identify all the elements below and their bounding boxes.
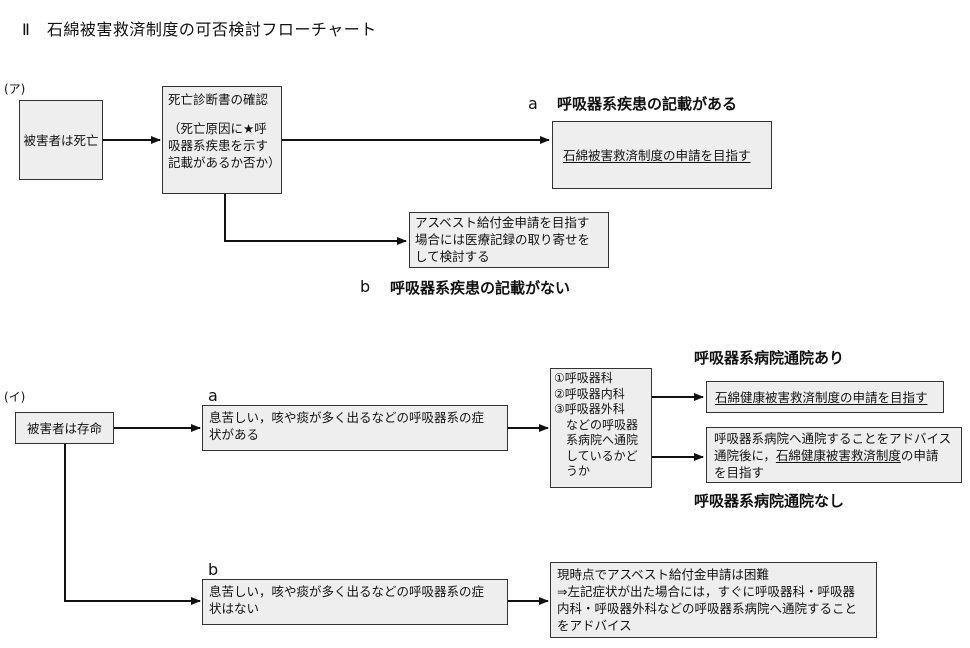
symptom-no-box: 息苦しい，咳や痰が多く出るなどの呼吸器系の症 状はない	[202, 579, 508, 625]
difficult-line-1: 現時点でアスベスト給付金申請は困難	[557, 567, 769, 582]
deceased-label: 被害者は死亡	[23, 132, 99, 148]
branch-b-letter: b	[360, 277, 371, 296]
visit-yes-label: 呼吸器系病院通院あり	[694, 349, 845, 367]
check-line-3: 吸器系疾患を示す	[168, 138, 269, 153]
dept-line-5: 系病院へ通院	[554, 433, 639, 447]
result-b-box: アスベスト給付金申請を目指す 場合には医療記録の取り寄せを して検討する	[409, 212, 609, 268]
symptom-no-line-1: 息苦しい，咳や痰が多く出るなどの呼吸器系の症	[209, 584, 485, 599]
visit-no-line-2-suffix: の申請	[900, 448, 939, 463]
visit-no-line-2-prefix: 通院後に，	[714, 448, 776, 463]
result-b-line-3: して検討する	[415, 249, 490, 264]
dept-line-3: ③呼吸器外科	[554, 402, 625, 416]
symptom-yes-line-2: 状がある	[209, 427, 260, 442]
check-line-4: 記載があるか否か）	[168, 155, 281, 170]
symptom-yes-line-1: 息苦しい，咳や痰が多く出るなどの呼吸器系の症	[209, 410, 485, 425]
alive-label: 被害者は存命	[26, 420, 102, 436]
result-a-text: 石綿被害救済制度の申請を目指す	[563, 147, 751, 163]
difficult-line-3: 内科・呼吸器外科などの呼吸器系病院へ通院すること	[557, 601, 858, 616]
difficult-line-2: ⇒左記症状が出た場合には，すぐに呼吸器科・呼吸器	[557, 584, 855, 599]
dept-line-7: うか	[554, 464, 591, 478]
symptom-yes-box: 息苦しい，咳や痰が多く出るなどの呼吸器系の症 状がある	[202, 405, 508, 451]
section-marker-b: (イ)	[4, 390, 26, 404]
dept-line-2: ②呼吸器内科	[554, 386, 625, 401]
symptom-no-line-2: 状はない	[209, 601, 260, 616]
visit-no-label: 呼吸器系病院通院なし	[694, 492, 845, 510]
alive-box: 被害者は存命	[15, 412, 114, 444]
branch-b-a-letter: a	[208, 386, 218, 405]
result-b-line-1: アスベスト給付金申請を目指す	[415, 215, 590, 230]
page-title: Ⅱ 石綿被害救済制度の可否検討フローチャート	[22, 20, 377, 39]
visit-yes-result-box: 石綿健康被害救済制度の申請を目指す	[706, 381, 944, 413]
difficult-line-4: をアドバイス	[557, 618, 632, 633]
death-certificate-check-box: 死亡診断書の確認 （死亡原因に★呼 吸器系疾患を示す 記載があるか否か）	[162, 86, 282, 194]
arrow-check-to-result-b	[224, 194, 407, 245]
visit-no-line-2: 通院後に，石綿健康被害救済制度の申請	[714, 447, 954, 464]
branch-b-b-letter: b	[208, 560, 219, 579]
visit-no-line-3: を目指す	[714, 465, 765, 480]
check-line-2: （死亡原因に★呼	[168, 121, 267, 136]
dept-line-6: しているかど	[554, 448, 638, 463]
dept-line-4: などの呼吸器	[554, 417, 639, 432]
branch-a-label: 呼吸器系疾患の記載がある	[557, 95, 738, 113]
check-line-1: 死亡診断書の確認	[168, 92, 269, 107]
hospital-department-box: ①呼吸器科 ②呼吸器内科 ③呼吸器外科 などの呼吸器 系病院へ通院 しているかど…	[550, 368, 652, 488]
visit-yes-result-text: 石綿健康被害救済制度の申請を目指す	[715, 389, 928, 405]
branch-a-letter: a	[528, 94, 538, 113]
result-a-box: 石綿被害救済制度の申請を目指す	[552, 121, 772, 189]
dept-line-1: ①呼吸器科	[554, 371, 613, 385]
branch-b-label: 呼吸器系疾患の記載がない	[390, 279, 571, 297]
visit-no-line-1: 呼吸器系病院へ通院することをアドバイス	[714, 431, 952, 446]
difficult-box: 現時点でアスベスト給付金申請は困難 ⇒左記症状が出た場合には，すぐに呼吸器科・呼…	[550, 562, 877, 638]
section-marker-a: (ア)	[4, 82, 26, 96]
visit-no-result-box: 呼吸器系病院へ通院することをアドバイス 通院後に，石綿健康被害救済制度の申請 を…	[706, 427, 962, 483]
deceased-box: 被害者は死亡	[19, 100, 103, 180]
arrow-alive-to-symptom-no	[64, 444, 201, 605]
visit-no-line-2-underlined: 石綿健康被害救済制度	[775, 448, 901, 463]
result-b-line-2: 場合には医療記録の取り寄せを	[415, 232, 591, 247]
